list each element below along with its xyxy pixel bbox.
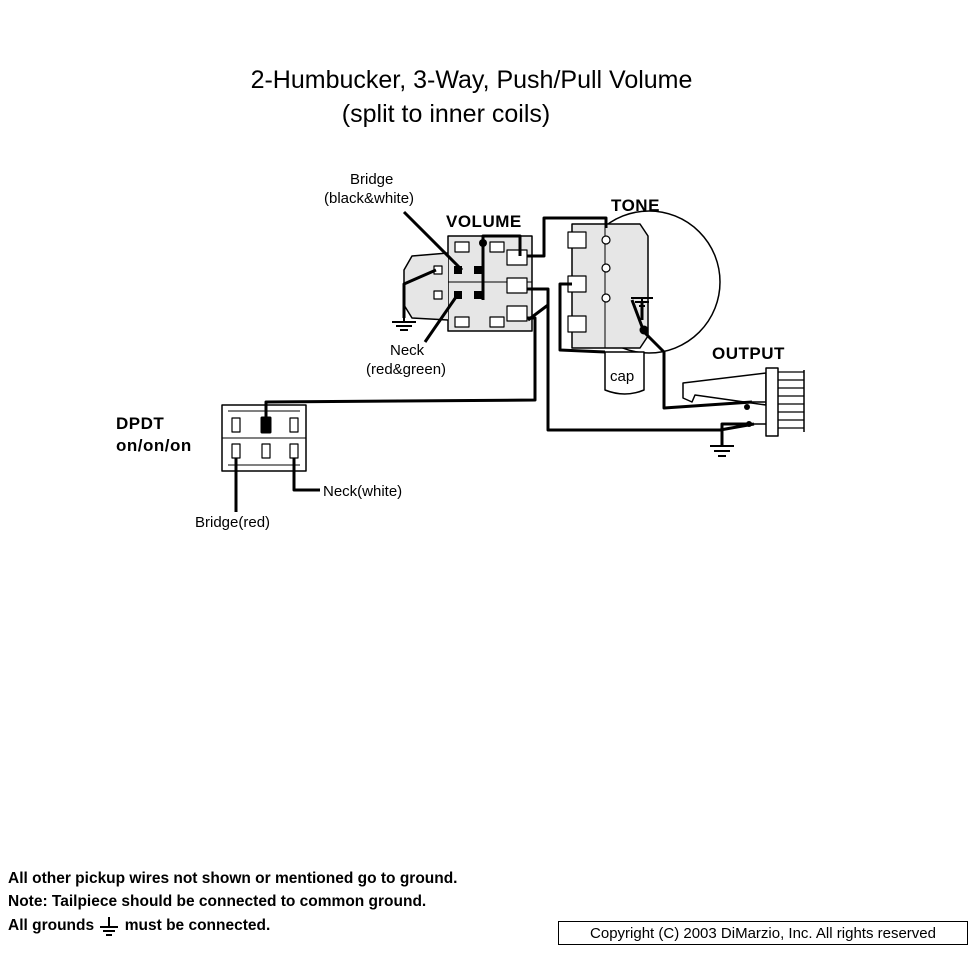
volume-pot [403,235,533,332]
bridge-red-label: Bridge(red) [195,514,271,531]
dpdt-mode-label: on/on/on [116,436,192,455]
dpdt-label: DPDT [116,414,165,433]
note-grounds-prefix: All grounds [8,917,95,935]
ground-symbol-tone [631,297,653,310]
volume-label: VOLUME [446,212,522,231]
ground-symbol-jack [710,445,734,457]
tone-pot [567,210,721,354]
cap-label: cap [610,368,635,385]
note-grounds-suffix: must be connected. [124,917,271,935]
bridge-black-white-label: Bridge [350,171,394,188]
ground-icon [100,917,119,936]
note-tailpiece: Note: Tailpiece should be connected to c… [8,893,427,910]
neck-red-green-label: Neck [390,342,425,359]
note-other-wires: All other pickup wires not shown or ment… [8,870,458,887]
note-grounds: All grounds must be connected. [8,915,270,937]
neck-white-label: Neck(white) [323,483,403,500]
diagram-title: 2-Humbucker, 3-Way, Push/Pull Volume [250,66,693,94]
bridge-black-white-colors: (black&white) [324,190,415,207]
capacitor [604,351,645,395]
neck-red-green-colors: (red&green) [366,361,447,378]
output-label: OUTPUT [712,344,785,363]
ground-symbol-volume [392,318,416,331]
output-jack [682,367,805,437]
diagram-subtitle: (split to inner coils) [341,100,551,128]
wires [234,210,755,512]
copyright-notice: Copyright (C) 2003 DiMarzio, Inc. All ri… [558,921,968,945]
tone-label: TONE [611,196,660,215]
